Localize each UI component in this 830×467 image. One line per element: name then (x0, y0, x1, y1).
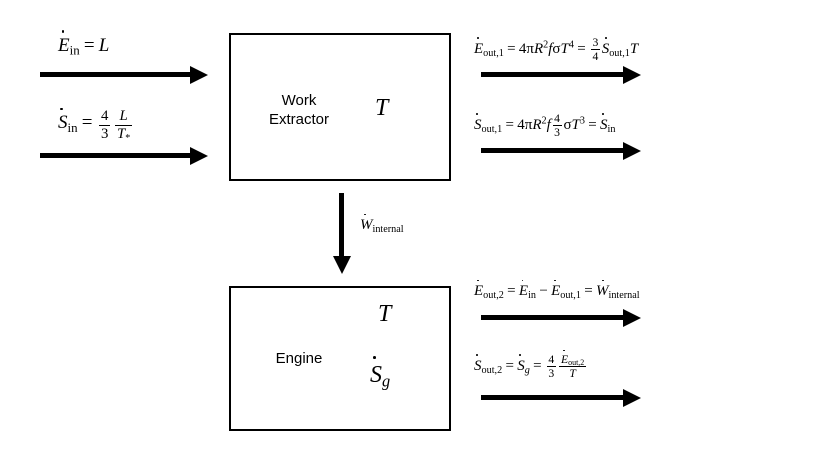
box-engine-temperature: T (378, 301, 392, 327)
symbol-Sdot-out1: S (601, 37, 610, 57)
arrow-entropy-in (40, 147, 208, 165)
symbol-L: L (98, 35, 110, 56)
symbol-Wdot-internal: W (360, 213, 373, 233)
arrow-head (623, 389, 641, 407)
symbol-Edot-out1: E (551, 279, 561, 299)
box-work-extractor (229, 33, 451, 181)
subscript-internal: internal (372, 223, 404, 235)
arrow-shaft (339, 193, 344, 257)
subscript-g: g (382, 371, 391, 391)
numerator: Eout,2 (561, 349, 585, 368)
numerator: 4 (100, 108, 109, 124)
arrow-shaft (481, 148, 625, 153)
denominator: 3 (98, 124, 111, 143)
arrow-energy-out-1 (481, 66, 641, 84)
arrow-head (623, 66, 641, 84)
equation-energy-out-2: Eout,2=Ein−Eout,1=Winternal (474, 279, 640, 301)
symbol-Sdot-in: S (600, 113, 608, 133)
box-engine (229, 286, 451, 431)
symbol-Sdot-g: S (370, 355, 382, 388)
arrow-shaft (481, 72, 625, 77)
box-work-extractor-label: Work Extractor (268, 92, 329, 128)
equals-sign: = (81, 112, 93, 134)
symbol-Sdot-out1: S (474, 113, 482, 133)
label-internal-work: Winternal (360, 213, 404, 235)
equation-energy-in: Ein=L (58, 30, 110, 58)
symbol-Edot-out2: E (474, 279, 484, 299)
arrow-head (190, 66, 208, 84)
arrow-shaft (40, 72, 192, 77)
symbol-Wdot-internal: W (595, 279, 609, 299)
arrow-head (333, 256, 351, 274)
box-work-extractor-temperature: T (375, 95, 389, 121)
arrow-shaft (481, 395, 625, 400)
symbol-Sdot-out2: S (474, 354, 482, 374)
symbol-Sdot-g: S (517, 354, 525, 374)
subscript-out1: out,1 (483, 47, 504, 59)
arrow-internal-work (333, 193, 351, 275)
symbol-Edot-in: E (58, 30, 70, 56)
symbol-Sdot-in: S (58, 107, 68, 134)
arrow-head (190, 147, 208, 165)
subscript-in: in (69, 42, 80, 58)
arrow-head (623, 142, 641, 160)
arrow-head (623, 309, 641, 327)
symbol-Edot-in: E (518, 279, 529, 299)
arrow-shaft (481, 315, 625, 320)
equals-sign: = (83, 35, 95, 56)
arrow-shaft (40, 153, 192, 158)
subscript-in: in (67, 120, 78, 136)
arrow-energy-out-2 (481, 309, 641, 327)
arrow-energy-in (40, 66, 208, 84)
box-engine-entropy-generation: Sg (370, 355, 390, 389)
box-engine-label: Engine (275, 350, 323, 367)
symbol-Edot-out1: E (474, 37, 484, 57)
denominator: T (559, 366, 586, 380)
numerator: L (119, 108, 128, 124)
arrow-entropy-out-1 (481, 142, 641, 160)
arrow-entropy-out-2 (481, 389, 641, 407)
denominator: T* (114, 124, 133, 143)
